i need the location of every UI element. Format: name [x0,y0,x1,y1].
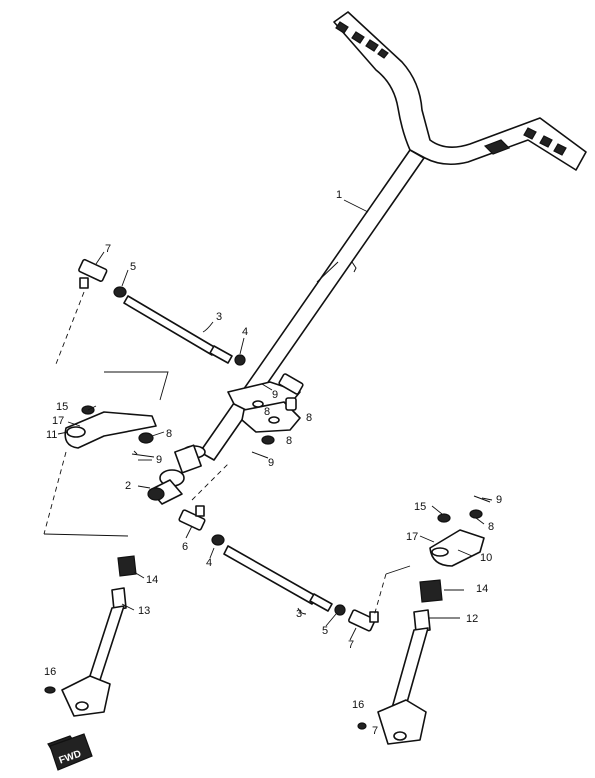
callout-labels: 1 2 3 3 4 4 5 5 6 7 7 7 8 8 8 8 8 9 9 9 … [44,189,502,737]
callout-14-left: 14 [146,574,158,586]
left-spindle [44,555,137,765]
callout-2: 2 [125,480,131,492]
bushing [147,469,185,505]
callout-7-right: 7 [372,725,378,737]
callout-5-right: 5 [322,625,328,637]
callout-4-right: 4 [206,557,212,569]
column-fittings [251,373,304,459]
callout-11: 11 [46,429,57,441]
callout-16-left: 16 [44,666,56,678]
fwd-logo: FWD [49,733,93,771]
callout-9-upper: 9 [272,389,278,401]
callout-16-right: 16 [352,699,364,711]
left-steering-arm [64,405,157,458]
right-steering-arm [429,495,491,567]
callout-14-right: 14 [476,583,488,595]
callout-9-right: 9 [496,494,502,506]
callout-3-right: 3 [296,608,302,620]
callout-leaders [57,199,493,641]
connector-lines [43,291,411,617]
callout-15-right: 15 [414,501,426,513]
callout-3-left: 3 [216,311,222,323]
callout-1: 1 [336,189,342,201]
callout-9-lower: 9 [268,457,274,469]
right-tie-rod [178,505,379,632]
callout-8-right-arm: 8 [488,521,494,533]
callout-4-left: 4 [242,326,248,338]
callout-12: 12 [466,613,478,625]
callout-8-upper: 8 [306,412,312,424]
right-spindle [357,579,443,745]
left-tie-rod [78,258,246,366]
callout-17-right: 17 [406,531,418,543]
callout-17-left: 17 [52,415,64,427]
callout-13: 13 [138,605,150,617]
callout-15-left: 15 [56,401,68,413]
callout-6: 6 [182,541,188,553]
callout-7-left: 7 [105,243,111,255]
callout-8-lower: 8 [286,435,292,447]
callout-8-bracket: 8 [264,406,270,418]
callout-7-mid: 7 [348,639,354,651]
callout-5-left: 5 [130,261,136,273]
callout-9-left: 9 [156,454,162,466]
callout-10: 10 [480,552,492,564]
callout-8-left-arm: 8 [166,428,172,440]
handlebar [174,11,587,474]
